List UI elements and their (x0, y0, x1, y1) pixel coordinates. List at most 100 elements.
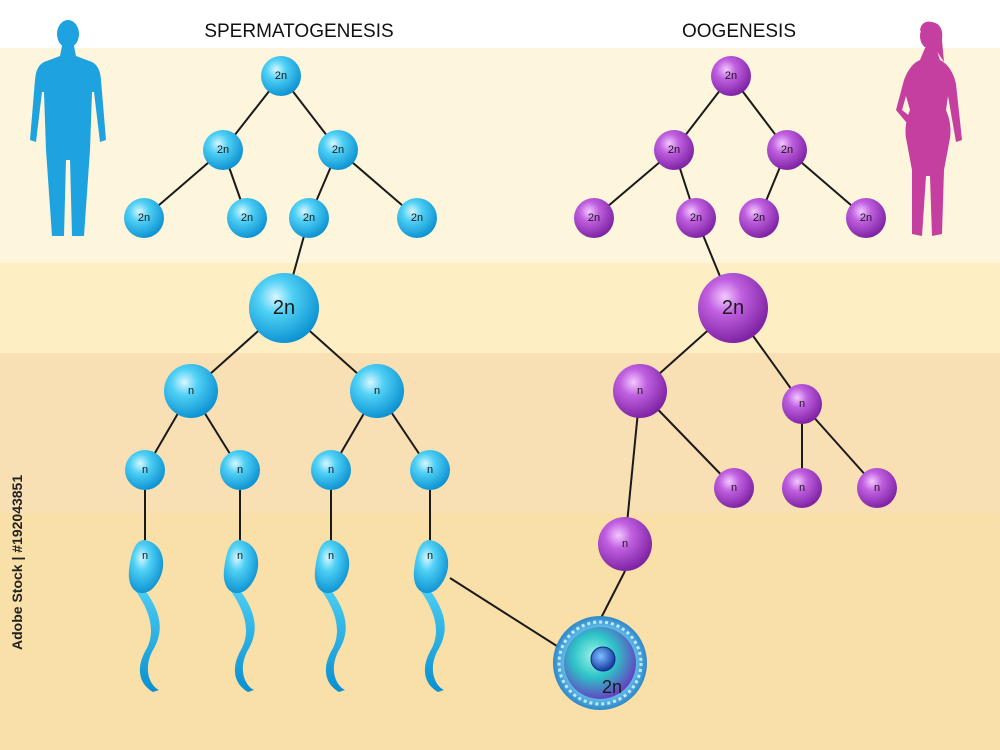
cell-label: n (142, 464, 148, 476)
cell-body (711, 56, 751, 96)
cell-body (125, 450, 165, 490)
cell-body (574, 198, 614, 238)
cell-label: 2n (241, 212, 253, 224)
band-mitosis (0, 48, 1000, 263)
cell-label: 2n (725, 70, 737, 82)
cell-body (227, 198, 267, 238)
zygote-icon: 2n (553, 616, 647, 710)
sperm-icon: n (223, 540, 259, 692)
cell-label: 2n (411, 212, 423, 224)
haploid-cell: n (125, 450, 165, 490)
diploid-cell: 2n (289, 198, 329, 238)
spermatogenesis-title: SPERMATOGENESIS (204, 21, 393, 42)
cell-body (782, 384, 822, 424)
haploid-cell: n (350, 364, 404, 418)
cell-body (249, 273, 319, 343)
cell-label: 2n (217, 144, 229, 156)
cell-body (767, 130, 807, 170)
zygote-label: 2n (602, 677, 622, 697)
diploid-cell: 2n (698, 273, 768, 343)
sperm-label: n (427, 550, 433, 562)
diploid-cell: 2n (227, 198, 267, 238)
diploid-cell: 2n (846, 198, 886, 238)
sperm-head (223, 540, 259, 594)
diploid-cell: 2n (711, 56, 751, 96)
cell-label: 2n (668, 144, 680, 156)
cell-body (654, 130, 694, 170)
diploid-cell: 2n (767, 130, 807, 170)
fertilization-line (599, 570, 626, 621)
cell-label: 2n (332, 144, 344, 156)
cell-label: 2n (138, 212, 150, 224)
cell-body (676, 198, 716, 238)
diploid-cell: 2n (318, 130, 358, 170)
cell-label: n (622, 538, 628, 550)
band-growth (0, 263, 1000, 353)
cell-body (164, 364, 218, 418)
cell-label: n (328, 464, 334, 476)
haploid-cell: n (164, 364, 218, 418)
cell-body (203, 130, 243, 170)
haploid-cell: n (311, 450, 351, 490)
haploid-cell: n (613, 364, 667, 418)
cell-label: n (799, 482, 805, 494)
zygote-nucleus (590, 646, 616, 672)
fertilization-line (449, 577, 561, 649)
sperm-tail (420, 585, 445, 692)
sperm-head (413, 540, 449, 594)
cell-body (261, 56, 301, 96)
cell-label: 2n (722, 297, 744, 319)
cell-body (782, 468, 822, 508)
male-silhouette-icon (30, 20, 106, 236)
diploid-cell: 2n (397, 198, 437, 238)
top-margin (0, 0, 1000, 48)
cell-body (220, 450, 260, 490)
cell-body (289, 198, 329, 238)
cell-body (857, 468, 897, 508)
cell-body (698, 273, 768, 343)
haploid-cell: n (220, 450, 260, 490)
cell-body (739, 198, 779, 238)
cell-label: n (188, 385, 194, 397)
band-maturation (0, 513, 1000, 750)
cell-label: 2n (860, 212, 872, 224)
diploid-cell: 2n (654, 130, 694, 170)
haploid-cell: n (410, 450, 450, 490)
cell-label: 2n (690, 212, 702, 224)
cell-label: n (374, 385, 380, 397)
side-caption: Adobe Stock | #192043851 (9, 475, 25, 650)
diploid-cell: 2n (739, 198, 779, 238)
sperm-tail (135, 585, 160, 692)
oogenesis-title: OOGENESIS (682, 21, 796, 42)
cell-body (846, 198, 886, 238)
sperm-head (314, 540, 350, 594)
cell-label: 2n (781, 144, 793, 156)
cell-label: 2n (753, 212, 765, 224)
cells-layer: 2n 2n 2n 2n 2n 2n 2n 2n n n n n n n 2n 2n 2n 2n 2n 2n 2n 2n n n… (124, 56, 897, 571)
sperm-head (128, 540, 164, 594)
cell-label: 2n (275, 70, 287, 82)
diploid-cell: 2n (124, 198, 164, 238)
diploid-cell: 2n (249, 273, 319, 343)
haploid-cell: n (598, 517, 652, 571)
sperm-icon: n (413, 540, 449, 692)
cell-label: n (874, 482, 880, 494)
cell-body (350, 364, 404, 418)
cell-body (318, 130, 358, 170)
cell-body (124, 198, 164, 238)
haploid-cell: n (782, 384, 822, 424)
haploid-cell: n (714, 468, 754, 508)
cell-body (613, 364, 667, 418)
cell-label: n (637, 385, 643, 397)
sperm-icon: n (128, 540, 164, 692)
cell-label: n (799, 398, 805, 410)
diploid-cell: 2n (261, 56, 301, 96)
cell-label: 2n (273, 297, 295, 319)
sperm-label: n (237, 550, 243, 562)
cell-body (410, 450, 450, 490)
cell-label: 2n (588, 212, 600, 224)
cell-label: n (427, 464, 433, 476)
